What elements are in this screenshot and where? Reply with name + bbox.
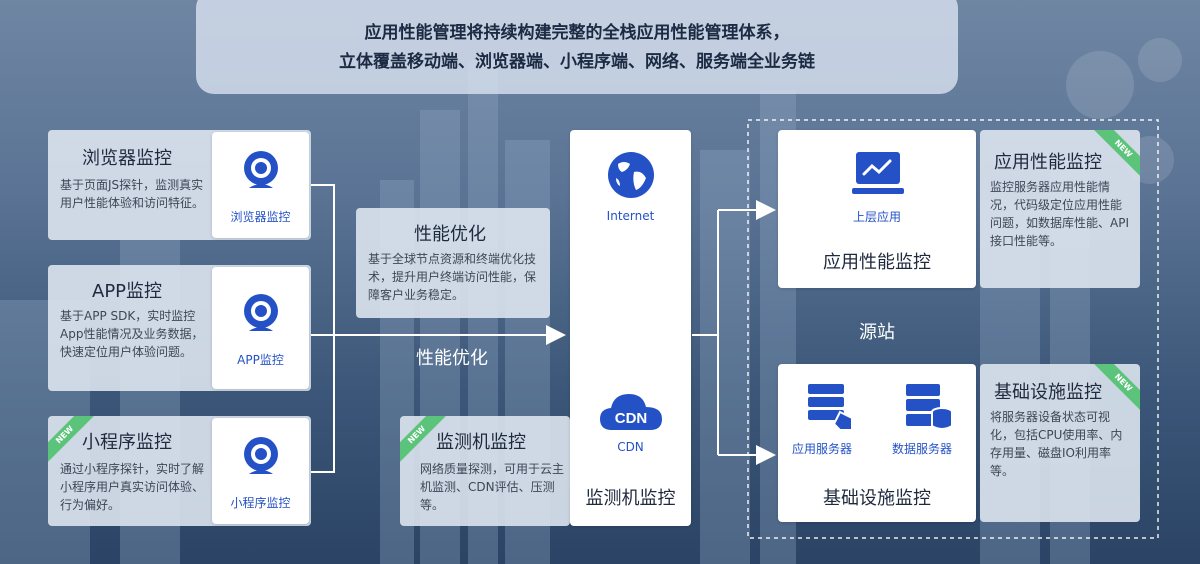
app-monitor-title: APP监控 — [92, 281, 163, 302]
miniprogram-monitor-title: 小程序监控 — [82, 432, 172, 453]
database-server-icon — [906, 384, 953, 430]
app-monitor-card[interactable]: APP监控 — [212, 267, 309, 389]
header-line-1: 应用性能管理将持续构建完整的全栈应用性能管理体系， — [364, 23, 790, 43]
globe-icon — [608, 152, 654, 198]
performance-optimization-title: 性能优化 — [414, 224, 486, 245]
origin-site-label: 源站 — [859, 322, 895, 343]
app-monitor-desc: 基于APP SDK，实时监控App性能情况及业务数据，快速定位用户体验问题。 — [60, 309, 204, 359]
infrastructure-panel-desc: 将服务器设备状态可视化，包括CPU使用率、内存用量、磁盘IO利用率等。 — [990, 410, 1123, 478]
browser-monitor-desc: 基于页面JS探针，监测真实用户性能体验和访问特征。 — [60, 178, 205, 210]
cdn-label: CDN — [617, 440, 644, 454]
database-server-label: 数据服务器 — [892, 442, 953, 456]
svg-text:CDN: CDN — [615, 410, 648, 427]
performance-optimization-panel: 性能优化 基于全球节点资源和终端优化技术，提升用户终端访问性能，保障客户业务稳定… — [356, 208, 550, 318]
infrastructure-panel-title: 基础设施监控 — [994, 382, 1102, 403]
monitor-machine-desc: 网络质量探测，可用于云主机监测、CDN评估、压测等。 — [420, 462, 565, 512]
performance-optimization-line-label: 性能优化 — [416, 348, 488, 369]
cdn-cloud-icon: CDN — [600, 394, 662, 430]
webcam-icon — [244, 437, 278, 474]
upper-application-label: 上层应用 — [852, 210, 901, 224]
monitor-machine-card-title: 监测机监控 — [585, 488, 676, 509]
application-server-icon — [808, 384, 853, 431]
laptop-chart-icon — [852, 152, 904, 194]
miniprogram-monitor-card-label: 小程序监控 — [230, 496, 291, 510]
application-server-label: 应用服务器 — [792, 442, 853, 456]
header-line-2: 立体覆盖移动端、浏览器端、小程序端、网络、服务端全业务链 — [339, 52, 815, 72]
browser-monitor-card[interactable]: 浏览器监控 — [212, 132, 309, 238]
infrastructure-panel: NEW 基础设施监控 将服务器设备状态可视化，包括CPU使用率、内存用量、磁盘I… — [980, 364, 1140, 522]
apm-panel: NEW 应用性能监控 监控服务器应用性能情况，代码级定位应用性能问题，如数据库性… — [980, 130, 1140, 288]
monitor-machine-panel: NEW 监测机监控 网络质量探测，可用于云主机监测、CDN评估、压测等。 — [400, 416, 570, 526]
webcam-icon — [244, 151, 278, 188]
apm-card-title: 应用性能监控 — [823, 252, 931, 273]
center-network-card[interactable]: Internet CDN CDN 监测机监控 — [570, 130, 691, 526]
browser-monitor-card-label: 浏览器监控 — [230, 210, 291, 224]
header-banner: 应用性能管理将持续构建完整的全栈应用性能管理体系， 立体覆盖移动端、浏览器端、小… — [196, 0, 958, 94]
infrastructure-card[interactable]: 应用服务器 数据服务器 基础设施监控 — [778, 364, 976, 522]
performance-optimization-desc: 基于全球节点资源和终端优化技术，提升用户终端访问性能，保障客户业务稳定。 — [368, 252, 537, 302]
miniprogram-monitor-card[interactable]: 小程序监控 — [212, 418, 309, 524]
infrastructure-card-title: 基础设施监控 — [823, 488, 931, 509]
apm-panel-desc: 监控服务器应用性能情况，代码级定位应用性能问题，如数据库性能、API接口性能等。 — [990, 180, 1129, 248]
miniprogram-monitor-desc: 通过小程序探针，实时了解小程序用户真实访问体验、行为偏好。 — [60, 462, 205, 512]
upper-application-card[interactable]: 上层应用 应用性能监控 — [778, 130, 976, 288]
webcam-icon — [244, 294, 278, 331]
apm-panel-title: 应用性能监控 — [994, 152, 1102, 173]
monitor-machine-title: 监测机监控 — [436, 432, 526, 453]
app-monitor-card-label: APP监控 — [237, 353, 284, 367]
internet-label: Internet — [606, 209, 655, 223]
browser-monitor-title: 浏览器监控 — [82, 148, 172, 169]
